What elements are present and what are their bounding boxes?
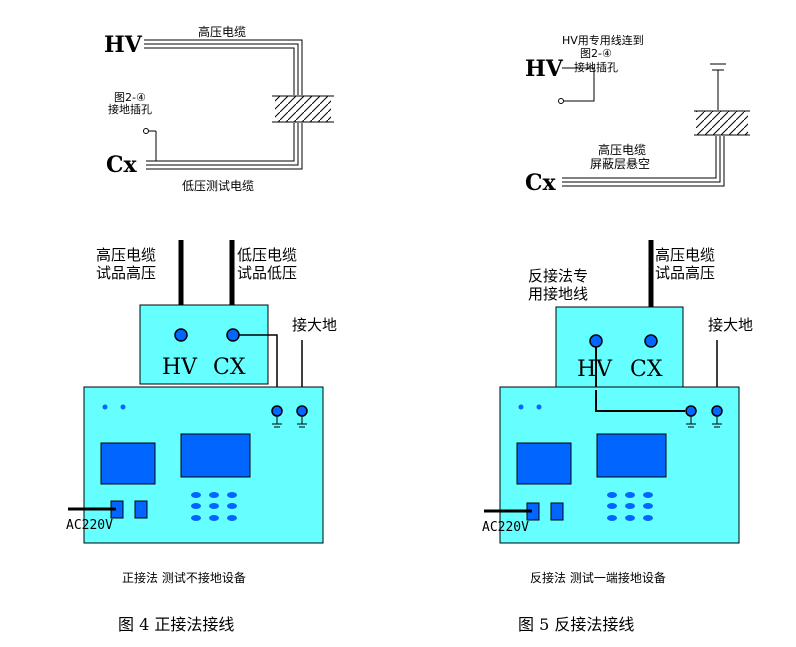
ground-symbol-icon [686, 416, 722, 428]
fig4-cx-input-terminal [271, 405, 283, 417]
fig5-ground-terminal [711, 405, 723, 417]
fig5-reverse-line2: 用接地线 [528, 285, 588, 303]
fig5-caption: 图 5 反接法接线 [518, 615, 634, 634]
fig4-hv-cable-line1: 高压电缆 [96, 246, 156, 264]
shield-line2: 屏蔽层悬空 [590, 157, 650, 171]
hv-label: HV [104, 32, 143, 58]
cx-label: Cx [106, 152, 138, 178]
top-right-diagram: HV用专用线连到 图2-④ 接地插孔 HV 高压电缆 屏蔽层悬空 Cx [525, 33, 750, 196]
lv-cable-label: 低压测试电缆 [182, 178, 254, 193]
ground-ref-line1: 图2-④ [114, 91, 146, 104]
fig4-terminal-box [139, 304, 269, 385]
fig5-power-switch [550, 502, 564, 521]
ground-symbol-icon [272, 416, 307, 428]
fig4-hv-cable-line2: 试品高压 [96, 264, 156, 282]
fig5-ac-label: AC220V [482, 520, 529, 535]
fig4-display-left [100, 442, 156, 485]
fig4-hv-port: HV [162, 355, 198, 380]
note-line2: 图2-④ [580, 47, 612, 60]
fig4-lv-cable-line2: 试品低压 [237, 264, 297, 282]
fig4-cx-port: CX [213, 355, 246, 380]
fig5-ground-label: 接大地 [708, 316, 753, 334]
fig5-ground-input-terminal [685, 405, 697, 417]
top-left-diagram: HV 高压电缆 Cx 低压测试电缆 图2-④ 接地插孔 [104, 24, 334, 193]
fig5-display-left [516, 442, 572, 485]
fig5-keypad [607, 492, 653, 521]
fig5-cx-port: CX [630, 357, 663, 382]
hv-cable-label: 高压电缆 [198, 24, 246, 39]
fig4-lv-cable-line1: 低压电缆 [237, 246, 297, 264]
note-line3: 接地插孔 [574, 60, 618, 74]
fig5-terminal-box [555, 306, 684, 388]
note-line1: HV用专用线连到 [562, 33, 644, 47]
fig5-hv-cable-line2: 试品高压 [655, 264, 715, 282]
fig5-method: 反接法 测试一端接地设备 [530, 570, 666, 585]
fig4-ground-label: 接大地 [292, 316, 337, 334]
hv-label-right: HV [525, 56, 564, 82]
fig4-diagram: 高压电缆 试品高压 低压电缆 试品低压 接大地 HV CX [66, 240, 337, 634]
fig4-hv-terminal [174, 328, 188, 342]
cx-label-right: Cx [525, 170, 557, 196]
lv-cable [146, 123, 303, 170]
fig4-ac-label: AC220V [66, 518, 113, 533]
test-object-right [696, 111, 748, 135]
fig4-cx-terminal [226, 328, 240, 342]
fig5-reverse-line1: 反接法专 [528, 267, 588, 285]
ground-socket-icon [558, 98, 564, 104]
ground-ref-line2: 接地插孔 [108, 102, 152, 116]
fig5-diagram: 高压电缆 试品高压 反接法专 用接地线 接大地 HV CX [482, 240, 753, 634]
fig4-caption: 图 4 正接法接线 [118, 615, 234, 634]
hv-cable [144, 39, 303, 95]
shield-line1: 高压电缆 [598, 142, 646, 157]
fig4-method: 正接法 测试不接地设备 [122, 570, 246, 585]
fig4-ground-terminal [296, 405, 308, 417]
ground-symbol-icon [710, 63, 726, 110]
fig4-power-switch [134, 500, 148, 519]
ground-socket-icon [143, 128, 149, 134]
test-object [275, 96, 331, 122]
cx-cable-right [562, 136, 725, 187]
fig5-cx-terminal [644, 334, 658, 348]
fig4-keypad [191, 492, 237, 521]
fig5-display-right [596, 433, 667, 478]
fig5-hv-cable-line1: 高压电缆 [655, 246, 715, 264]
fig5-hv-terminal [589, 334, 603, 348]
fig4-display-right [180, 433, 251, 478]
